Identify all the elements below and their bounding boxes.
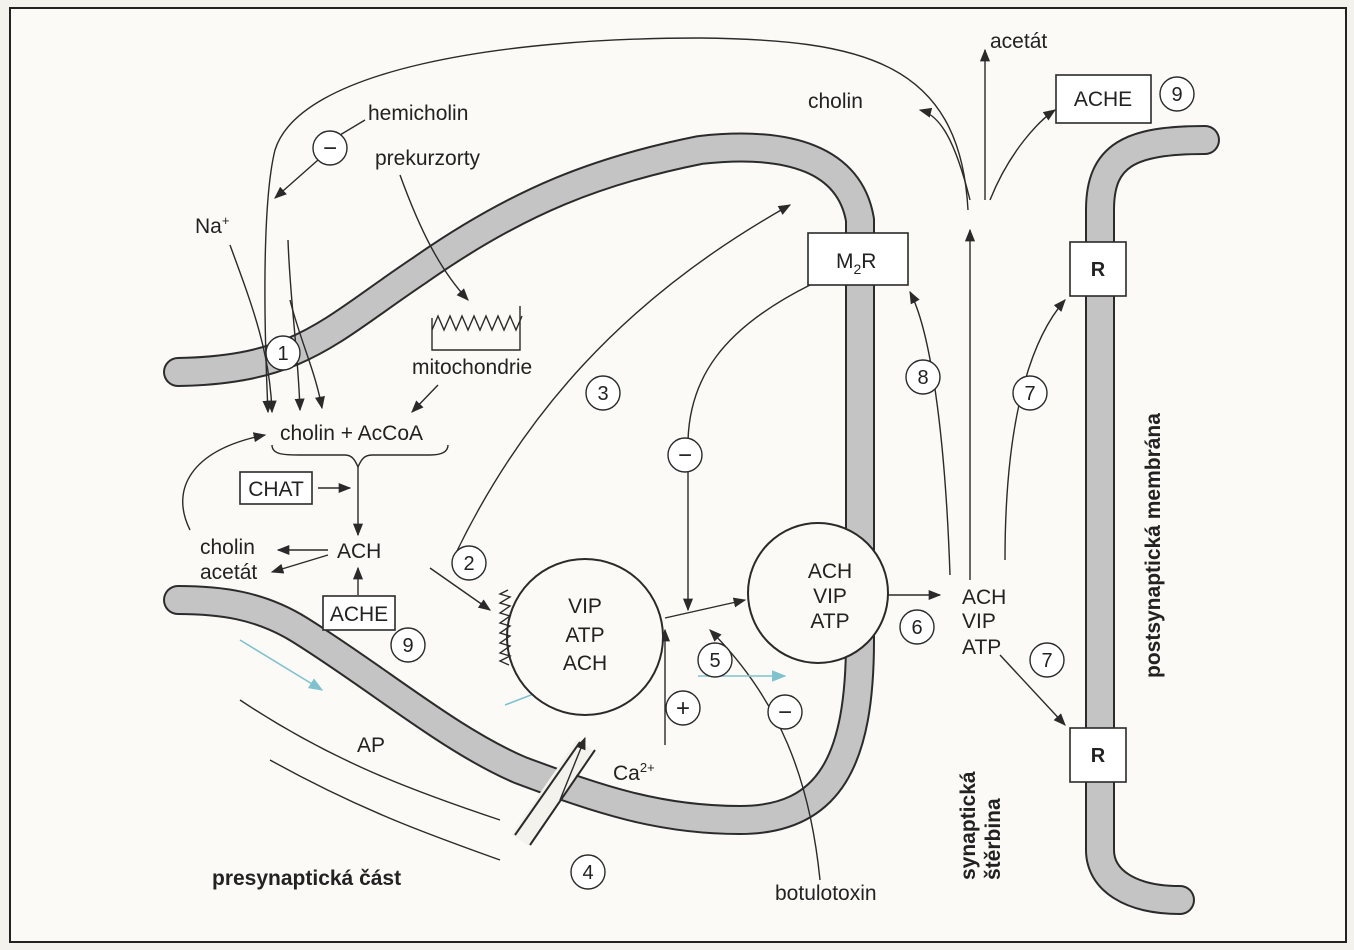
plus-calcium: + bbox=[666, 691, 700, 725]
right-vesicle: ACH VIP ATP bbox=[748, 523, 888, 663]
cholin-accoa-label: cholin + AcCoA bbox=[280, 422, 423, 445]
receptor-top-label: R bbox=[1091, 259, 1106, 281]
receptor-bottom: R bbox=[1070, 728, 1126, 782]
cleft-ach-line-3: ATP bbox=[962, 636, 1001, 659]
chat-label: CHAT bbox=[248, 478, 304, 501]
svg-text:2: 2 bbox=[463, 553, 474, 575]
vesicle-left-line-3: ACH bbox=[563, 652, 607, 675]
step-7-bottom: 7 bbox=[1030, 643, 1064, 677]
svg-text:7: 7 bbox=[1041, 650, 1052, 672]
svg-text:−: − bbox=[778, 699, 792, 726]
ache-left-box: ACHE bbox=[323, 596, 395, 630]
step-6: 6 bbox=[900, 610, 934, 644]
ach-label: ACH bbox=[337, 540, 381, 563]
receptor-top: R bbox=[1070, 242, 1126, 296]
ap-label: AP bbox=[357, 734, 385, 757]
hemicholin-label: hemicholin bbox=[368, 102, 468, 125]
synapticka-label: synaptická bbox=[957, 771, 980, 880]
step-9-top: 9 bbox=[1160, 77, 1194, 111]
ache-top-label: ACHE bbox=[1074, 88, 1132, 111]
prekurzorty-label: prekurzorty bbox=[375, 147, 481, 170]
step-1: 1 bbox=[266, 336, 300, 370]
svg-text:3: 3 bbox=[597, 383, 608, 405]
m2r-box: M2R bbox=[808, 233, 908, 285]
minus-botulotoxin: − bbox=[768, 695, 802, 729]
cleft-ach-line-2: VIP bbox=[962, 610, 996, 633]
vesicle-right-line-1: ACH bbox=[808, 560, 852, 583]
step-5: 5 bbox=[698, 643, 732, 677]
svg-text:4: 4 bbox=[582, 862, 593, 884]
svg-text:+: + bbox=[676, 695, 690, 722]
vesicle-left-line-2: ATP bbox=[565, 624, 604, 647]
step-8: 8 bbox=[906, 360, 940, 394]
minus-m2r: − bbox=[668, 438, 702, 472]
svg-text:9: 9 bbox=[402, 635, 413, 657]
minus-hemicholin: − bbox=[313, 131, 347, 165]
svg-text:8: 8 bbox=[917, 367, 928, 389]
ache-left-label: ACHE bbox=[330, 603, 388, 626]
svg-text:9: 9 bbox=[1171, 84, 1182, 106]
postsynapticka-label: postsynaptická membrána bbox=[1142, 413, 1165, 678]
acetat-top-label: acetát bbox=[990, 30, 1047, 53]
vesicle-right-line-2: VIP bbox=[813, 585, 847, 608]
svg-text:−: − bbox=[323, 135, 337, 162]
svg-text:7: 7 bbox=[1024, 383, 1035, 405]
chat-box: CHAT bbox=[240, 472, 312, 504]
svg-text:6: 6 bbox=[911, 617, 922, 639]
sterbina-label: štěrbina bbox=[982, 798, 1005, 880]
svg-text:−: − bbox=[678, 442, 692, 469]
svg-text:1: 1 bbox=[277, 343, 288, 365]
vesicle-right-line-3: ATP bbox=[810, 610, 849, 633]
step-2: 2 bbox=[452, 546, 486, 580]
presynapticka-label: presynaptická část bbox=[212, 867, 401, 890]
step-4: 4 bbox=[571, 855, 605, 889]
step-3: 3 bbox=[586, 376, 620, 410]
step-7-top: 7 bbox=[1013, 376, 1047, 410]
cleft-ach-line-1: ACH bbox=[962, 586, 1006, 609]
vesicle-left-line-1: VIP bbox=[568, 595, 602, 618]
cholin-left-label: cholin bbox=[200, 536, 255, 559]
acetat-left-label: acetát bbox=[200, 561, 257, 584]
mitochondrie-label: mitochondrie bbox=[412, 356, 532, 379]
receptor-bottom-label: R bbox=[1091, 745, 1106, 767]
cholin-top-label: cholin bbox=[808, 90, 863, 113]
botulotoxin-label: botulotoxin bbox=[775, 882, 877, 905]
ache-top-box: ACHE bbox=[1056, 75, 1151, 123]
svg-text:5: 5 bbox=[709, 650, 720, 672]
step-9-left: 9 bbox=[391, 628, 425, 662]
